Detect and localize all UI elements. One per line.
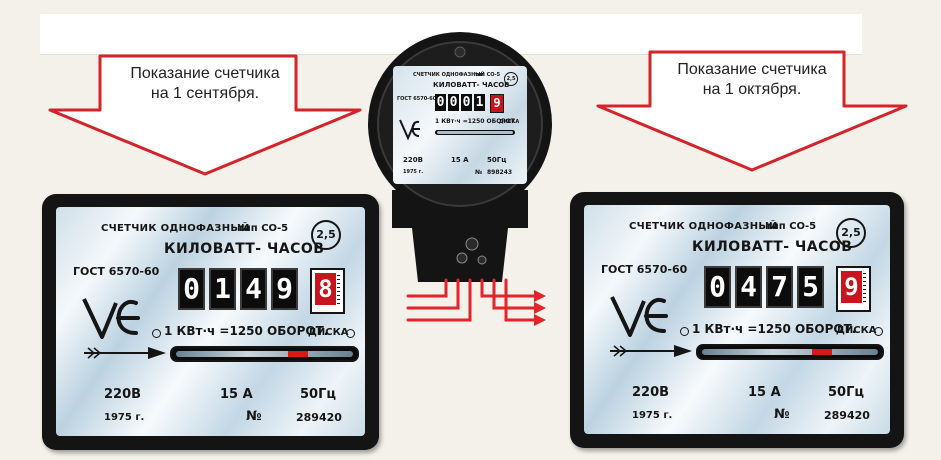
screw-icon: [874, 327, 883, 336]
wires-icon: [406, 278, 546, 326]
center-meter-face: СЧЕТЧИК ОДНОФАЗНЫЙ тип СО-5 2,5 КИЛОВАТТ…: [393, 66, 527, 184]
counter-decimal-digit: 9: [836, 266, 871, 312]
callout-arrow-shape: [48, 54, 362, 176]
center-digit: 0: [461, 94, 472, 111]
center-digit: 0: [435, 94, 446, 111]
meter-voltage: 220В: [104, 387, 142, 402]
arrow-right-icon: [84, 347, 166, 359]
meter-type-label: тип СО-5: [766, 221, 817, 232]
meter-current: 15 А: [748, 385, 781, 400]
counter-digit: 7: [766, 266, 793, 308]
callout-september-text: Показание счетчика на 1 сентября.: [44, 64, 366, 104]
counter-digit: 5: [797, 266, 824, 308]
screw-icon: [152, 329, 161, 338]
center-meter: СЧЕТЧИК ОДНОФАЗНЫЙ тип СО-5 2,5 КИЛОВАТТ…: [360, 14, 560, 304]
meter-year: 1975 г.: [632, 410, 673, 421]
center-current: 15 А: [451, 156, 469, 164]
meter-unit-label: КИЛОВАТТ- ЧАСОВ: [164, 241, 325, 257]
callout-october-line1: Показание счетчика: [677, 61, 827, 78]
disk-window: [696, 344, 884, 360]
callout-september-line2: на 1 сентября.: [150, 85, 260, 102]
disk-red-mark: [288, 351, 308, 357]
meter-serial: 289420: [824, 409, 870, 422]
center-year: 1975 г.: [403, 169, 424, 175]
rotating-disk: [702, 349, 878, 355]
center-revolutions: 1 КВт·ч =1250 ОБОРОТ.: [435, 118, 518, 125]
meter-phase-label: СЧЕТЧИК ОДНОФАЗНЫЙ: [101, 223, 250, 234]
center-accuracy-class: 2,5: [504, 72, 518, 86]
counter-digit: 4: [735, 266, 762, 308]
screw-icon: [680, 327, 689, 336]
meter-face: СЧЕТЧИК ОДНОФАЗНЫЙ тип СО-5 2,5 КИЛОВАТТ…: [584, 205, 890, 434]
center-number-sign: №: [475, 169, 483, 176]
callout-october: Показание счетчика на 1 октября.: [594, 50, 910, 174]
meter-gost-label: ГОСТ 6570-60: [601, 263, 688, 276]
callout-september: Показание счетчика на 1 сентября.: [44, 54, 366, 178]
meter-frequency: 50Гц: [828, 385, 865, 400]
meter-serial: 289420: [296, 411, 342, 424]
screw-icon: [346, 329, 355, 338]
center-frequency: 50Гц: [487, 156, 507, 164]
meter-unit-label: КИЛОВАТТ- ЧАСОВ: [692, 239, 853, 255]
counter-digit: 1: [209, 268, 236, 310]
meter-gost-label: ГОСТ 6570-60: [73, 265, 160, 278]
counter-digit: 0: [178, 268, 205, 310]
center-unit: КИЛОВАТТ- ЧАСОВ: [433, 81, 510, 89]
center-phase: СЧЕТЧИК ОДНОФАЗНЫЙ: [413, 72, 485, 78]
meter-voltage: 220В: [632, 385, 670, 400]
callout-october-text: Показание счетчика на 1 октября.: [594, 60, 910, 100]
center-voltage: 220В: [403, 156, 423, 164]
meter-counter: 0 4 7 5 9: [704, 266, 871, 312]
counter-digit: 4: [240, 268, 267, 310]
counter-decimal-digit: 8: [310, 268, 345, 314]
counter-scale-icon: [863, 273, 866, 303]
accuracy-class-badge: 2,5: [311, 220, 341, 250]
callout-september-line1: Показание счетчика: [130, 65, 280, 82]
chevron-e-logo-icon: [82, 298, 140, 339]
counter-digit: 9: [271, 268, 298, 310]
center-digit: 1: [474, 94, 485, 111]
meter-number-sign: №: [246, 409, 262, 424]
counter-red-digit: 9: [841, 271, 862, 303]
center-digit: 0: [448, 94, 459, 111]
meter-number-sign: №: [774, 407, 790, 422]
meter-disk-label: ДИСКА: [308, 327, 349, 338]
accuracy-class-badge: 2,5: [836, 218, 866, 248]
center-type: тип СО-5: [475, 72, 501, 78]
center-disk: [437, 131, 513, 134]
callout-arrow-shape: [596, 50, 908, 172]
center-red-digit: 9: [490, 94, 504, 113]
chevron-e-logo-icon: [610, 296, 668, 337]
arrow-right-icon: [610, 345, 692, 357]
callout-october-line2: на 1 октября.: [702, 81, 802, 98]
meter-september: СЧЕТЧИК ОДНОФАЗНЫЙ тип СО-5 2,5 КИЛОВАТТ…: [42, 194, 379, 450]
center-serial: 898243: [487, 169, 513, 176]
center-disk-label: ДИСКА: [499, 119, 520, 125]
counter-red-digit: 8: [315, 273, 336, 305]
meter-phase-label: СЧЕТЧИК ОДНОФАЗНЫЙ: [629, 221, 778, 232]
center-counter: 0 0 0 1 9: [435, 94, 504, 113]
meter-year: 1975 г.: [104, 412, 145, 423]
meter-frequency: 50Гц: [300, 387, 337, 402]
meter-disk-label: ДИСКА: [836, 325, 877, 336]
meter-current: 15 А: [220, 387, 253, 402]
meter-face: СЧЕТЧИК ОДНОФАЗНЫЙ тип СО-5 2,5 КИЛОВАТТ…: [56, 207, 365, 436]
disk-red-mark: [812, 349, 832, 355]
meter-october: СЧЕТЧИК ОДНОФАЗНЫЙ тип СО-5 2,5 КИЛОВАТТ…: [570, 192, 904, 448]
meter-revolutions-label: 1 КВт·ч =1250 ОБОРОТ.: [692, 322, 857, 336]
meter-type-label: тип СО-5: [238, 223, 289, 234]
chevron-e-logo-icon: [399, 119, 420, 141]
center-disk-window: [435, 130, 515, 135]
center-gost: ГОСТ 6570-60: [397, 96, 437, 102]
counter-digit: 0: [704, 266, 731, 308]
rotating-disk: [176, 351, 353, 357]
disk-window: [170, 346, 359, 362]
counter-scale-icon: [337, 275, 340, 305]
meter-counter: 0 1 4 9 8: [178, 268, 345, 314]
meter-revolutions-label: 1 КВт·ч =1250 ОБОРОТ.: [164, 324, 329, 338]
